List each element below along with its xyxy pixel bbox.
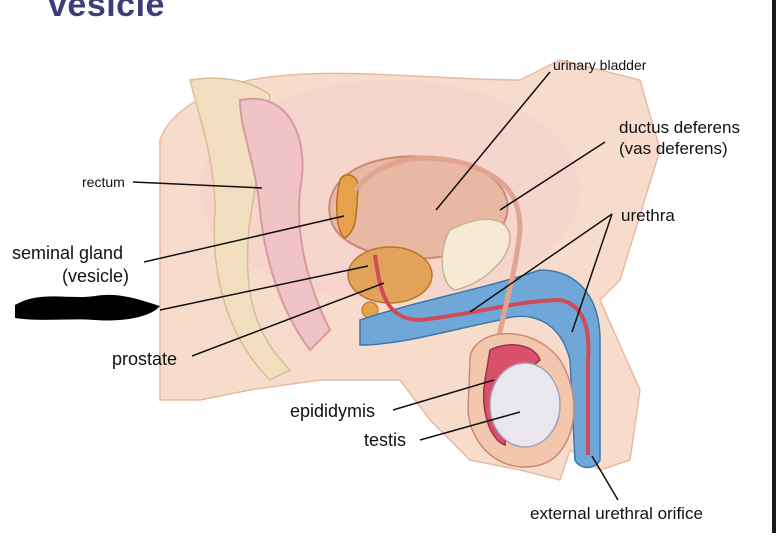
leader-seminal-gland <box>143 215 345 263</box>
label-urethra: urethra <box>621 206 675 225</box>
label-seminal-gland-2: (vesicle) <box>62 266 130 286</box>
leader-ductus-deferens <box>499 141 606 211</box>
leader-rectum <box>132 181 263 189</box>
sacrum <box>189 77 292 381</box>
testis-shape <box>489 362 561 448</box>
page-title: vesicle <box>48 0 165 24</box>
leader-epididymis <box>392 379 495 411</box>
label-seminal-gland-1: seminal gland <box>12 243 124 263</box>
leader-external-urethral-orifice <box>591 455 619 501</box>
label-prostate: prostate <box>112 349 178 369</box>
leader-urethra-a <box>469 213 613 313</box>
label-rectum: rectum <box>82 174 125 190</box>
leader-redacted <box>159 265 369 311</box>
label-external-urethral-orifice: external urethral orifice <box>530 504 703 523</box>
leader-testis <box>419 411 521 441</box>
leader-urethra-b <box>571 213 613 333</box>
label-testis: testis <box>364 430 407 450</box>
label-ductus-deferens-2: (vas deferens) <box>619 139 728 158</box>
urethra-shape <box>373 254 591 455</box>
label-epididymis: epididymis <box>290 401 376 421</box>
ductus-deferens-shape <box>353 155 523 381</box>
leader-urinary-bladder <box>435 71 551 211</box>
label-urinary-bladder: urinary bladder <box>553 57 647 73</box>
rectum-shape <box>238 97 332 352</box>
pubic-bone <box>441 218 511 291</box>
window-edge <box>772 0 776 533</box>
leader-prostate <box>191 282 385 357</box>
seminal-gland-shape <box>335 174 359 239</box>
prostate-shape <box>347 246 433 304</box>
redaction-mark <box>15 294 160 321</box>
label-ductus-deferens-1: ductus deferens <box>619 118 740 137</box>
